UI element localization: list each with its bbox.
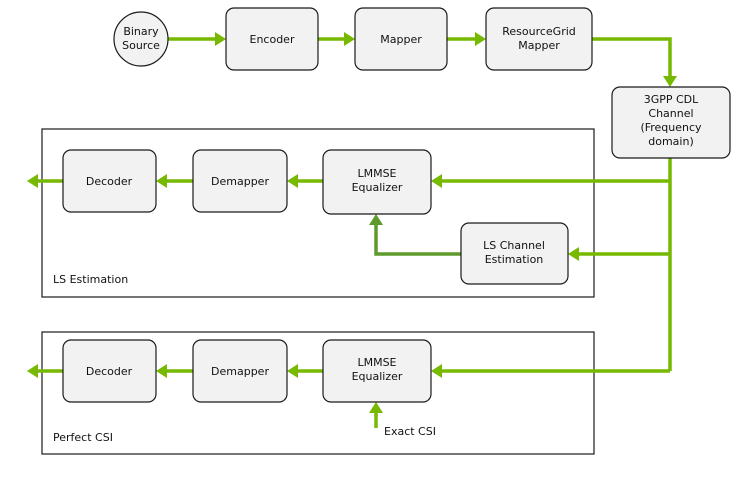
mapper-block: Mapper: [354, 7, 448, 71]
arrow-rgmapper-to-channel: [592, 37, 672, 76]
arrowhead: [568, 247, 579, 261]
perfect-demapper-block: Demapper: [192, 339, 288, 403]
channel-block: 3GPP CDL Channel (Frequency domain): [611, 86, 731, 159]
perfect-equalizer-label-2: Equalizer: [352, 370, 403, 383]
channel-label-4: domain): [648, 135, 694, 148]
exact-csi-label: Exact CSI: [384, 425, 436, 438]
arrowhead: [344, 32, 355, 46]
arrowhead: [431, 364, 442, 378]
perfect-csi-title: Perfect CSI: [53, 431, 113, 444]
rg-mapper-label-1: ResourceGrid: [502, 25, 576, 38]
rg-mapper-label-2: Mapper: [518, 39, 560, 52]
connectors: [27, 32, 677, 428]
ls-demapper-block: Demapper: [192, 149, 288, 213]
resource-grid-mapper-block: ResourceGrid Mapper: [485, 7, 593, 71]
arrowhead: [156, 174, 167, 188]
ls-equalizer-label-1: LMMSE: [357, 167, 396, 180]
arrowhead: [475, 32, 486, 46]
ls-decoder-block: Decoder: [62, 149, 157, 213]
arrow-estimator-to-equalizer: [374, 225, 461, 256]
perfect-decoder-block: Decoder: [62, 339, 157, 403]
binary-source-label-1: Binary: [123, 25, 159, 38]
encoder-block: Encoder: [225, 7, 319, 71]
ls-estimator-label-1: LS Channel: [483, 239, 545, 252]
mapper-label: Mapper: [380, 33, 422, 46]
perfect-equalizer-block: LMMSE Equalizer: [322, 339, 432, 403]
arrowhead: [215, 32, 226, 46]
arrowhead: [369, 214, 383, 225]
ls-equalizer-label-2: Equalizer: [352, 181, 403, 194]
perfect-demapper-label: Demapper: [211, 365, 269, 378]
arrowhead: [27, 364, 38, 378]
ls-demapper-label: Demapper: [211, 175, 269, 188]
encoder-label: Encoder: [250, 33, 295, 46]
perfect-equalizer-label-1: LMMSE: [357, 356, 396, 369]
binary-source-block: Binary Source: [113, 11, 169, 67]
ls-estimation-title: LS Estimation: [53, 273, 128, 286]
arrowhead: [27, 174, 38, 188]
binary-source-label-2: Source: [122, 39, 160, 52]
ls-estimation-frame: [41, 128, 595, 298]
perfect-decoder-label: Decoder: [86, 365, 133, 378]
ls-equalizer-block: LMMSE Equalizer: [322, 149, 432, 215]
ls-channel-estimation-block: LS Channel Estimation: [460, 222, 569, 285]
ls-estimator-label-2: Estimation: [485, 253, 544, 266]
channel-label-2: Channel: [648, 107, 693, 120]
arrowhead: [287, 174, 298, 188]
perfect-csi-frame: [41, 331, 595, 455]
arrowhead: [431, 174, 442, 188]
arrowhead: [287, 364, 298, 378]
arrowhead: [156, 364, 167, 378]
arrowhead: [663, 76, 677, 87]
arrowhead: [369, 402, 383, 413]
ls-decoder-label: Decoder: [86, 175, 133, 188]
channel-label-3: (Frequency: [640, 121, 702, 134]
channel-label-1: 3GPP CDL: [644, 93, 699, 106]
